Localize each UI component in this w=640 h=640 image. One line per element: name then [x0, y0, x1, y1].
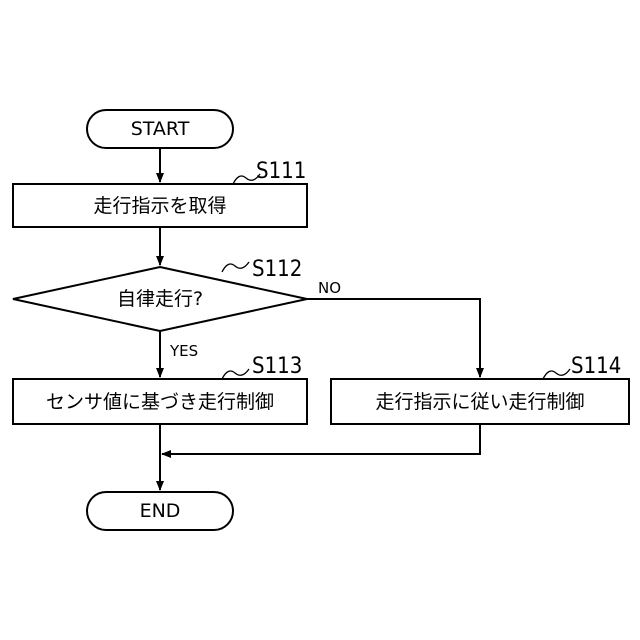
s111-label: 走行指示を取得 [93, 195, 226, 217]
s112-leader-line [222, 262, 249, 272]
s112-tag: S112 [252, 257, 302, 282]
s111-tag: S111 [256, 159, 306, 184]
end-terminal: END [87, 492, 233, 530]
process-s114: 走行指示に従い走行制御 [331, 379, 629, 424]
s114-tag: S114 [571, 354, 621, 379]
s113-leader-line [222, 369, 249, 379]
s114-leader-line [543, 369, 570, 379]
arrow-s114-merge [162, 424, 480, 454]
no-label: NO [318, 279, 341, 297]
s113-tag: S113 [252, 354, 302, 379]
process-s113: センサ値に基づき走行制御 [13, 379, 307, 424]
end-label: END [140, 500, 181, 522]
start-terminal: START [87, 110, 233, 148]
start-label: START [131, 118, 190, 140]
process-s111: 走行指示を取得 [13, 184, 307, 227]
s112-label: 自律走行? [117, 288, 203, 310]
arrow-no-to-s114 [307, 299, 480, 377]
s114-label: 走行指示に従い走行制御 [375, 391, 584, 413]
yes-label: YES [169, 342, 198, 360]
s113-label: センサ値に基づき走行制御 [46, 391, 274, 413]
